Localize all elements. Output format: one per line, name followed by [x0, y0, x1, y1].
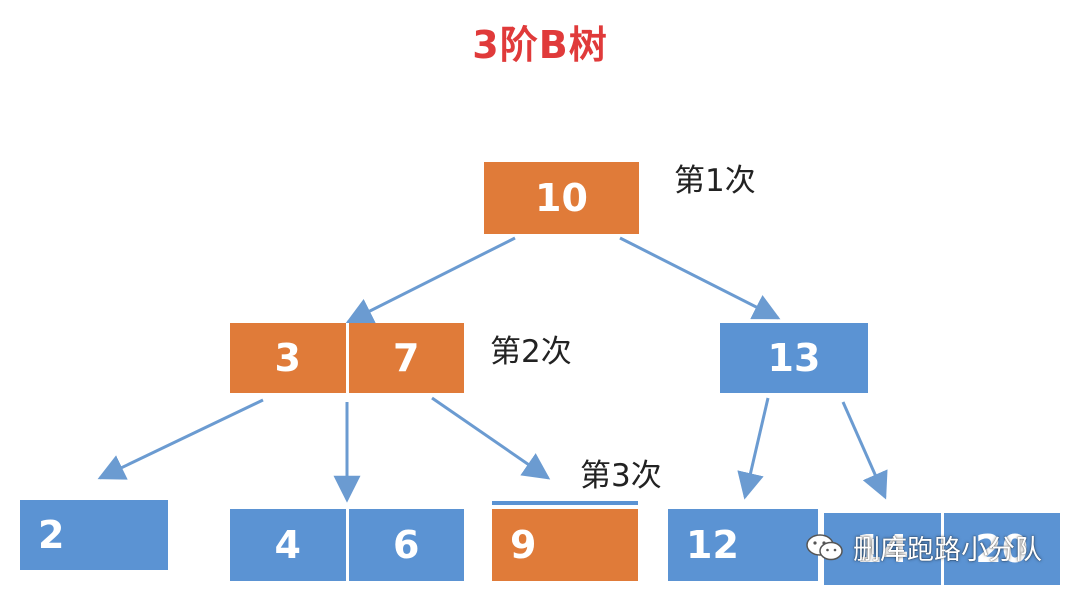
step-3-label: 第3次	[580, 458, 662, 494]
leaf-key: 14	[824, 513, 941, 585]
leaf-key: 9	[492, 509, 638, 581]
right-internal-key: 13	[720, 323, 868, 393]
step-2-label: 第2次	[490, 334, 572, 370]
watermark: 删库跑路小分队	[805, 528, 1042, 567]
edge-root-right	[619, 236, 781, 320]
root-key: 10	[484, 162, 639, 234]
root-node: 10	[484, 162, 639, 234]
left-internal-key-1: 3	[230, 323, 346, 393]
edge-right-leaf12	[737, 397, 770, 500]
leaf-node-2: 2	[20, 500, 168, 570]
leaf-node-4-6: 4 6	[230, 509, 464, 581]
leaf-key: 6	[345, 509, 464, 581]
leaf-key: 2	[20, 500, 168, 570]
edge-root-left	[345, 236, 516, 324]
wechat-icon	[806, 533, 843, 560]
left-internal-node: 3 7	[230, 323, 464, 393]
leaf-key: 20	[940, 513, 1060, 585]
leaf-key: 4	[230, 509, 346, 581]
edge-left-leaf2	[97, 398, 264, 480]
leaf-key: 12	[668, 509, 818, 581]
watermark-text: 删库跑路小分队	[853, 535, 1042, 566]
leaf-node-9: 9	[492, 509, 638, 581]
leaf-9-top-border	[492, 501, 638, 505]
edge-right-leaf1420	[841, 401, 888, 500]
left-internal-key-2: 7	[345, 323, 464, 393]
step-1-label: 第1次	[674, 163, 756, 199]
edge-left-leaf9	[431, 396, 551, 480]
right-internal-node: 13	[720, 323, 868, 393]
diagram-title: 3阶B树	[472, 23, 608, 67]
leaf-node-12: 12	[668, 509, 818, 581]
leaf-node-14-20: 14 20	[824, 513, 1060, 585]
